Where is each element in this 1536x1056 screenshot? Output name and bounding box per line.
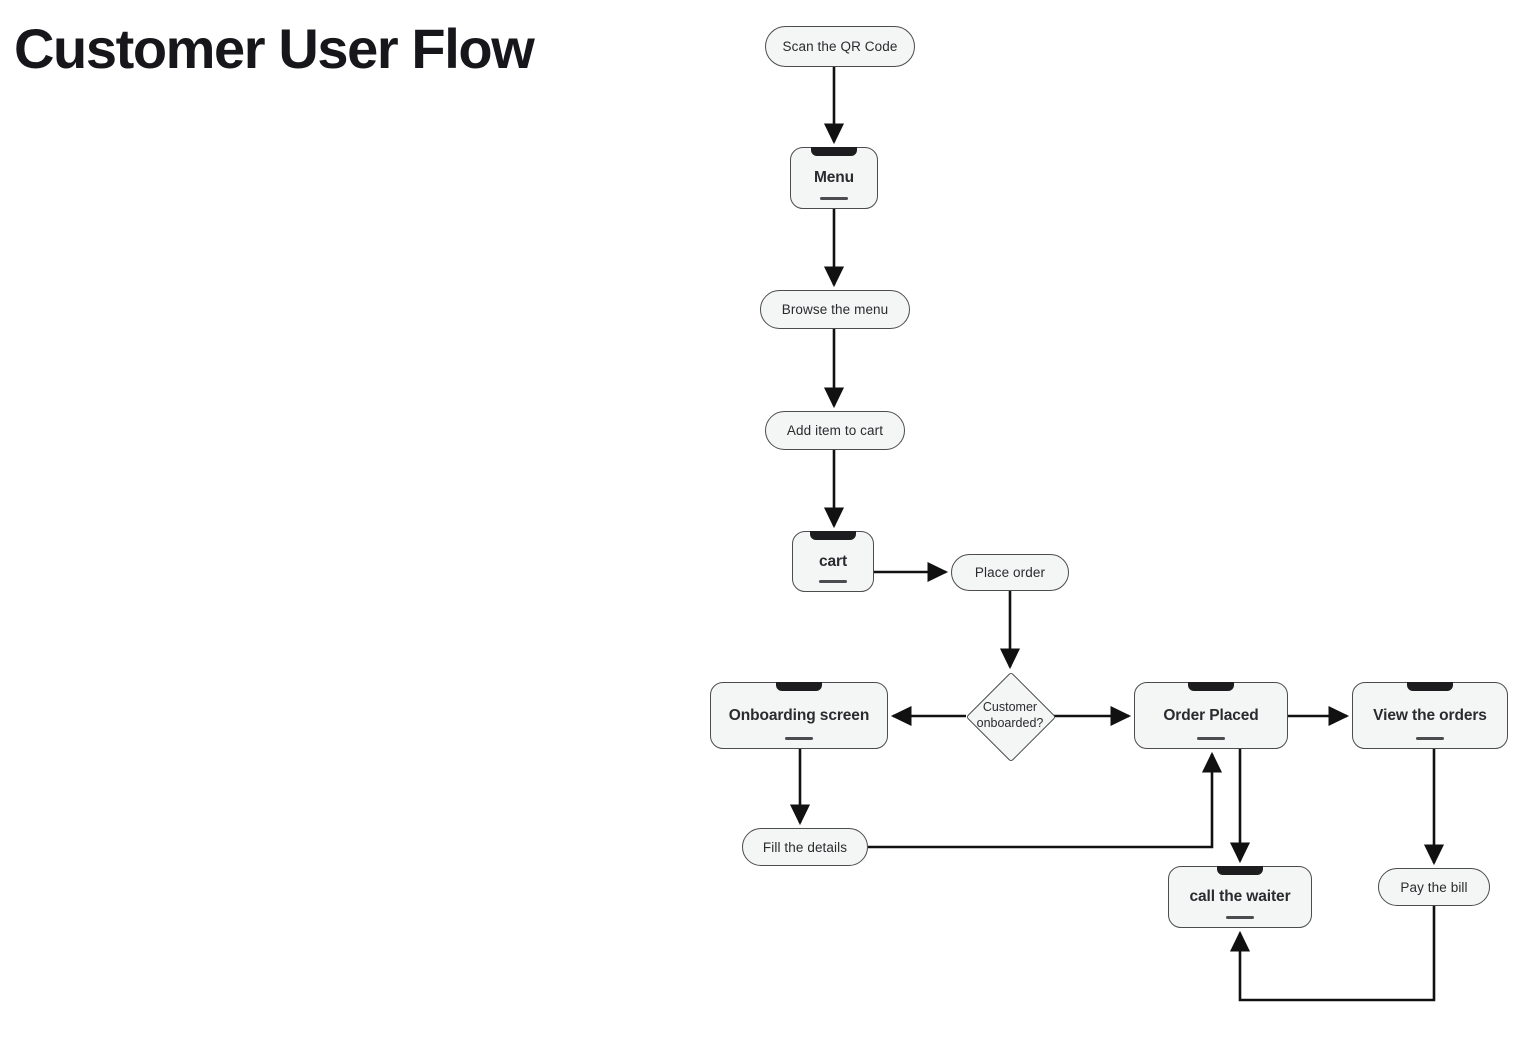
- node-browse-the-menu[interactable]: Browse the menu: [760, 290, 910, 329]
- node-cart[interactable]: cart: [792, 531, 874, 592]
- phone-notch-icon: [776, 682, 822, 691]
- phone-notch-icon: [1217, 866, 1263, 875]
- node-customer-onboarded-decision[interactable]: Customer onboarded?: [965, 671, 1057, 763]
- phone-home-indicator-icon: [1416, 737, 1444, 740]
- node-order-placed[interactable]: Order Placed: [1134, 682, 1288, 749]
- node-label: Fill the details: [762, 839, 848, 855]
- phone-home-indicator-icon: [785, 737, 813, 740]
- node-call-the-waiter[interactable]: call the waiter: [1168, 866, 1312, 928]
- node-label: cart: [818, 552, 848, 570]
- phone-home-indicator-icon: [820, 197, 848, 200]
- phone-home-indicator-icon: [1226, 916, 1254, 919]
- phone-notch-icon: [1188, 682, 1234, 691]
- node-add-item-to-cart[interactable]: Add item to cart: [765, 411, 905, 450]
- node-pay-the-bill[interactable]: Pay the bill: [1378, 868, 1490, 906]
- phone-notch-icon: [811, 147, 857, 156]
- phone-home-indicator-icon: [1197, 737, 1225, 740]
- node-label: Customer onboarded?: [976, 700, 1044, 730]
- node-label: Add item to cart: [786, 423, 884, 438]
- page-title: Customer User Flow: [14, 17, 535, 80]
- phone-notch-icon: [810, 531, 856, 540]
- node-fill-the-details[interactable]: Fill the details: [742, 828, 868, 866]
- node-menu[interactable]: Menu: [790, 147, 878, 209]
- edge-fill-details-to-order-placed: [868, 751, 1223, 849]
- node-place-order[interactable]: Place order: [951, 554, 1069, 591]
- node-label: View the orders: [1373, 706, 1487, 724]
- node-label: Pay the bill: [1400, 879, 1468, 895]
- node-label: Place order: [974, 565, 1046, 580]
- phone-notch-icon: [1407, 682, 1453, 691]
- node-label: Menu: [813, 169, 855, 186]
- node-label: Browse the menu: [781, 302, 889, 317]
- node-onboarding-screen[interactable]: Onboarding screen: [710, 682, 888, 749]
- node-label: Order Placed: [1163, 706, 1259, 724]
- node-label: Onboarding screen: [728, 706, 870, 724]
- phone-home-indicator-icon: [819, 580, 847, 583]
- node-scan-the-qr-code[interactable]: Scan the QR Code: [765, 26, 915, 67]
- node-view-the-orders[interactable]: View the orders: [1352, 682, 1508, 749]
- node-label: call the waiter: [1189, 888, 1291, 905]
- node-label: Scan the QR Code: [782, 39, 898, 54]
